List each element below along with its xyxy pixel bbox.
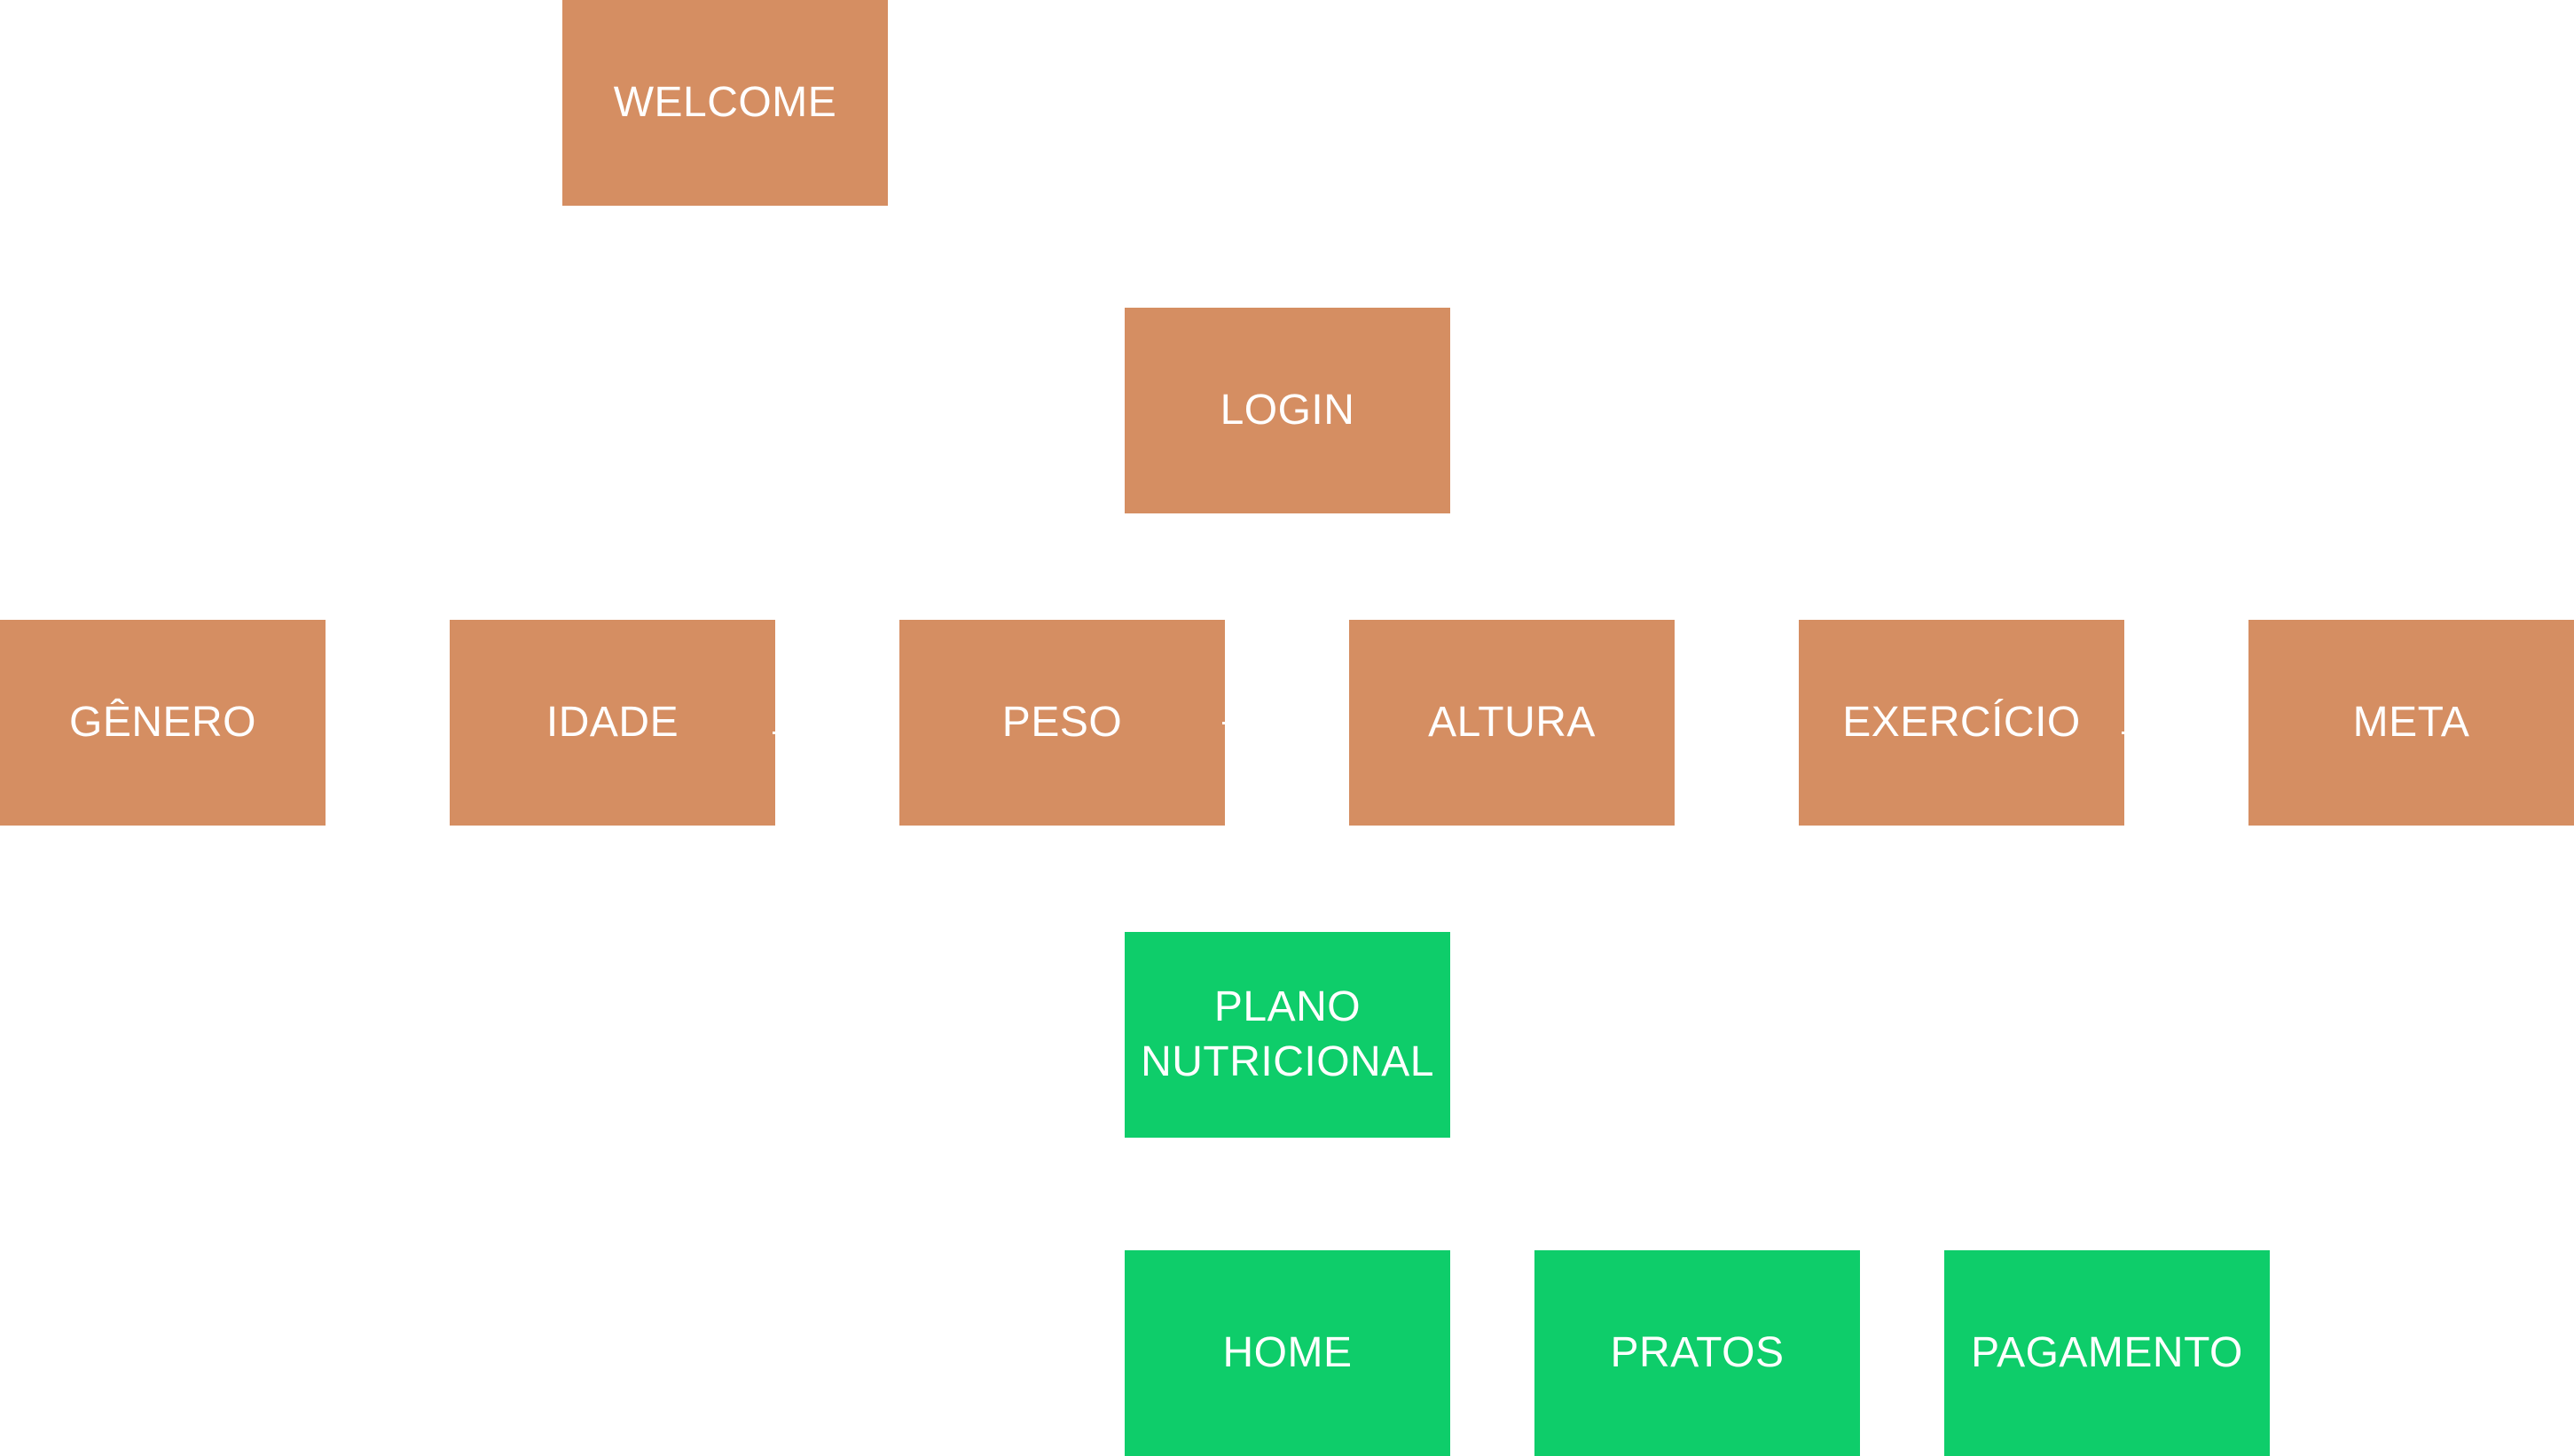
node-login: LOGIN — [1125, 308, 1450, 513]
node-home-label: HOME — [1222, 1329, 1353, 1376]
connector-tick — [2122, 732, 2124, 734]
node-pratos: PRATOS — [1534, 1250, 1860, 1456]
node-login-label: LOGIN — [1220, 387, 1355, 434]
node-welcome: WELCOME — [562, 0, 888, 206]
node-peso-label: PESO — [1001, 699, 1123, 746]
node-pratos-label: PRATOS — [1610, 1329, 1785, 1376]
node-meta: META — [2248, 620, 2574, 826]
node-genero-label: GÊNERO — [68, 699, 257, 746]
node-genero: GÊNERO — [0, 620, 326, 826]
connector-tick — [773, 732, 775, 734]
node-meta-label: META — [2352, 699, 2470, 746]
node-exercicio-label: EXERCÍCIO — [1842, 699, 2081, 746]
node-idade-label: IDADE — [545, 699, 679, 746]
node-plano-nutricional-label: PLANO NUTRICIONAL — [1141, 983, 1434, 1085]
node-altura-label: ALTURA — [1428, 699, 1596, 746]
node-plano-nutricional: PLANO NUTRICIONAL — [1125, 932, 1450, 1138]
node-altura: ALTURA — [1349, 620, 1675, 826]
node-idade: IDADE — [450, 620, 775, 826]
node-pagamento: PAGAMENTO — [1944, 1250, 2270, 1456]
node-pagamento-label: PAGAMENTO — [1971, 1329, 2243, 1376]
node-welcome-label: WELCOME — [613, 79, 837, 126]
connector-tick — [2410, 826, 2413, 828]
connector-tick — [1222, 722, 1225, 724]
node-exercicio: EXERCÍCIO — [1799, 620, 2124, 826]
node-peso: PESO — [899, 620, 1225, 826]
node-home: HOME — [1125, 1250, 1450, 1456]
